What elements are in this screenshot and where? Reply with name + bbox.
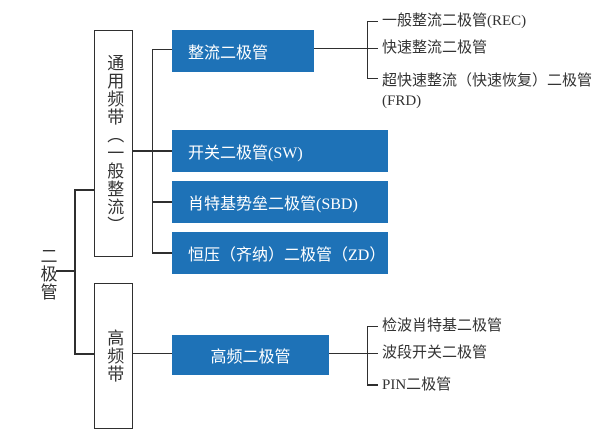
node-schottky-barrier-diode: 肖特基势垒二极管(SBD) [172,181,388,223]
connector-line [56,270,75,272]
connector-line [367,20,378,22]
connector-line [329,352,378,354]
branch-box-general-band: 通用频带（一般整流） [94,30,133,257]
node-rectifier-diode-label: 整流二极管 [188,45,269,62]
connector-line [74,353,94,355]
leaf-ultrafast-recovery-diode-line1: 超快速整流（快速恢复）二极管 [382,73,593,89]
root-node-label: 二极管 [37,247,57,301]
connector-line [74,189,94,191]
branch-box-high-band: 高频带 [94,283,133,429]
connector-line [152,252,173,254]
node-schottky-barrier-diode-label: 肖特基势垒二极管(SBD) [188,196,358,213]
node-zener-diode: 恒压（齐纳）二极管（ZD） [172,232,388,274]
node-switching-diode-label: 开关二极管(SW) [188,145,303,162]
connector-line [314,47,378,49]
leaf-ultrafast-recovery-diode: 超快速整流（快速恢复）二极管 (FRD) [382,71,592,111]
leaf-pin-diode: PIN二极管 [382,377,452,393]
connector-line [152,150,173,152]
node-switching-diode: 开关二极管(SW) [172,130,388,172]
connector-line [366,20,368,79]
connector-line [367,77,378,79]
leaf-detection-schottky-diode: 检波肖特基二极管 [382,318,503,334]
node-high-frequency-diode: 高频二极管 [172,335,329,375]
branch-box-general-band-label: 通用频带（一般整流） [104,53,124,234]
connector-line [74,189,76,355]
node-rectifier-diode: 整流二极管 [172,30,314,72]
connector-line [133,150,152,152]
connector-line [133,352,172,354]
leaf-general-rectifier-diode: 一般整流二极管(REC) [382,13,527,29]
leaf-ultrafast-recovery-diode-line2: (FRD) [382,93,422,109]
leaf-band-switch-diode: 波段开关二极管 [382,345,488,361]
connector-line [367,384,378,386]
node-high-frequency-diode-label: 高频二极管 [210,349,291,366]
connector-line [367,325,378,327]
branch-box-high-band-label: 高频带 [104,329,124,383]
leaf-fast-rectifier-diode: 快速整流二极管 [382,40,488,56]
node-zener-diode-label: 恒压（齐纳）二极管（ZD） [188,247,386,264]
connector-line [366,325,368,386]
connector-line [152,48,173,50]
connector-line [152,201,173,203]
